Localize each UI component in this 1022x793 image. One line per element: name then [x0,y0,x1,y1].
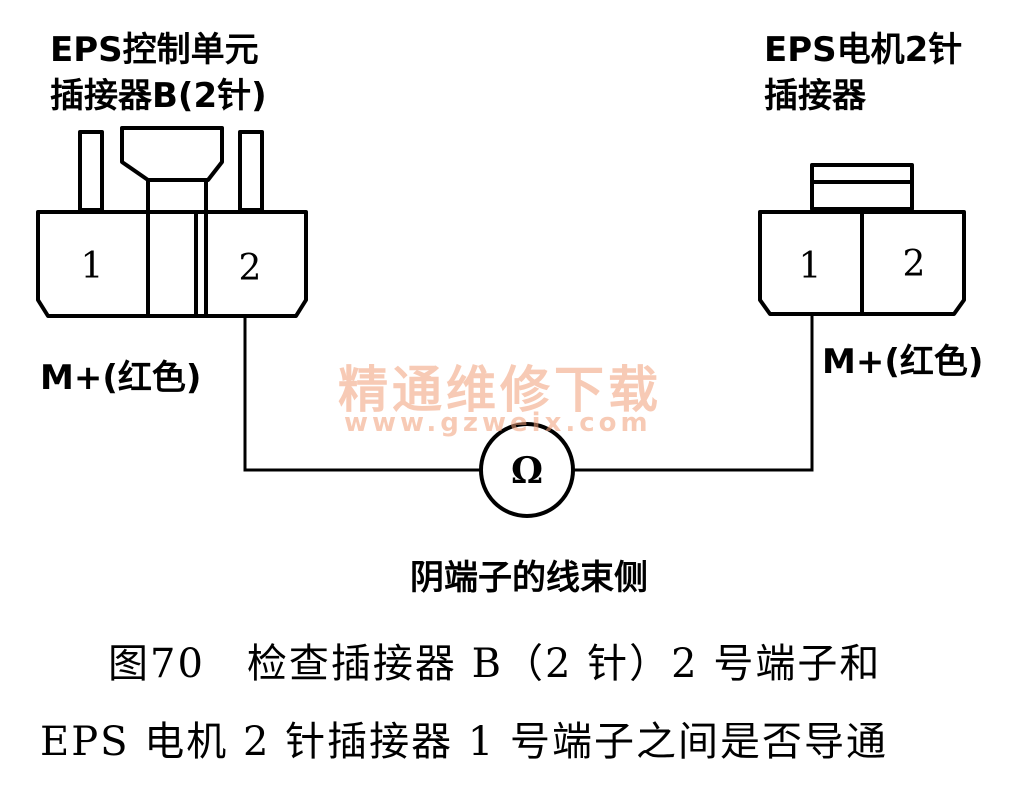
ohmmeter-symbol: Ω [511,450,543,492]
right-test-lead [574,314,814,472]
left-connector-tab-right [238,130,264,212]
right-connector-latch [810,163,914,211]
right-connector-title-line1: EPS电机2针 [764,30,963,70]
left-connector-tab-left [78,130,104,212]
harness-side-note: 阴端子的线束侧 [410,558,648,598]
left-connector-title-line2: 插接器B(2针) [50,76,267,116]
left-wire-label: M+(红色) [40,358,202,398]
right-connector [758,163,966,316]
watermark-url: www.gzweix.com [344,408,652,438]
left-connector-title-line1: EPS控制单元 [50,30,259,70]
right-wire-label: M+(红色) [822,342,984,382]
figure-caption-line2: EPS 电机 2 针插接器 1 号端子之间是否导通 [40,719,888,765]
figure-caption-line1: 图70 检查插接器 B（2 针）2 号端子和 [108,641,882,687]
right-connector-title-line2: 插接器 [764,76,866,116]
left-connector-center-housing [146,178,208,318]
left-connector-body [36,210,308,318]
right-connector-pin-1: 1 [799,246,822,287]
right-connector-pin-2: 2 [903,244,926,285]
left-connector-pin-1: 1 [81,246,104,287]
test-wires [243,314,814,472]
left-test-lead [243,316,480,472]
watermark-name: 精通维修下载 [338,361,662,419]
left-connector-latch [120,126,224,182]
left-connector [36,126,308,318]
left-connector-pin-2: 2 [239,248,262,289]
right-connector-body [758,210,966,316]
ohmmeter-circle [479,422,575,518]
